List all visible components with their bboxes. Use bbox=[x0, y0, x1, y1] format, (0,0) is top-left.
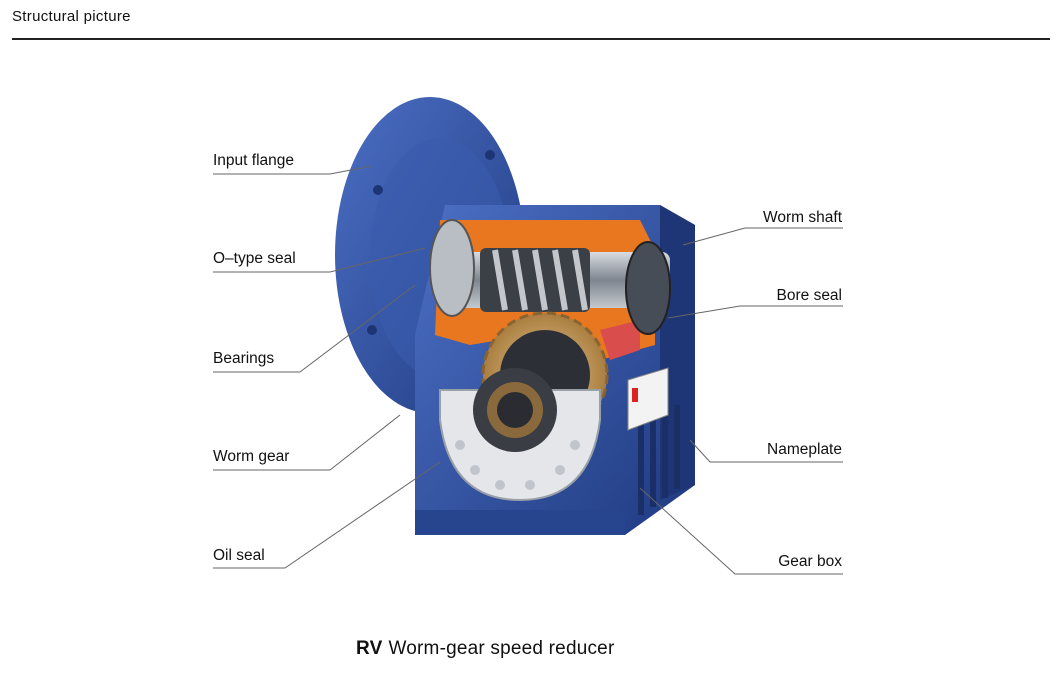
label-nameplate: Nameplate bbox=[767, 441, 842, 458]
title-divider bbox=[12, 38, 1050, 40]
label-bore-seal: Bore seal bbox=[776, 287, 842, 304]
output-flange-part bbox=[439, 368, 601, 502]
label-worm-shaft: Worm shaft bbox=[763, 209, 842, 226]
nameplate-part bbox=[627, 367, 669, 431]
leader-lines bbox=[213, 165, 843, 575]
page-title: Structural picture bbox=[12, 8, 131, 25]
caption-model: RV bbox=[356, 638, 383, 659]
label-input-flange: Input flange bbox=[213, 152, 295, 169]
label-worm-gear: Worm gear bbox=[213, 448, 290, 465]
label-o-type-seal: O–type seal bbox=[213, 250, 296, 267]
caption-text: Worm-gear speed reducer bbox=[388, 638, 615, 659]
label-oil-seal: Oil seal bbox=[213, 547, 265, 564]
label-bearings: Bearings bbox=[213, 350, 275, 367]
label-gear-box: Gear box bbox=[778, 553, 842, 570]
worm-shaft-part bbox=[429, 219, 671, 335]
